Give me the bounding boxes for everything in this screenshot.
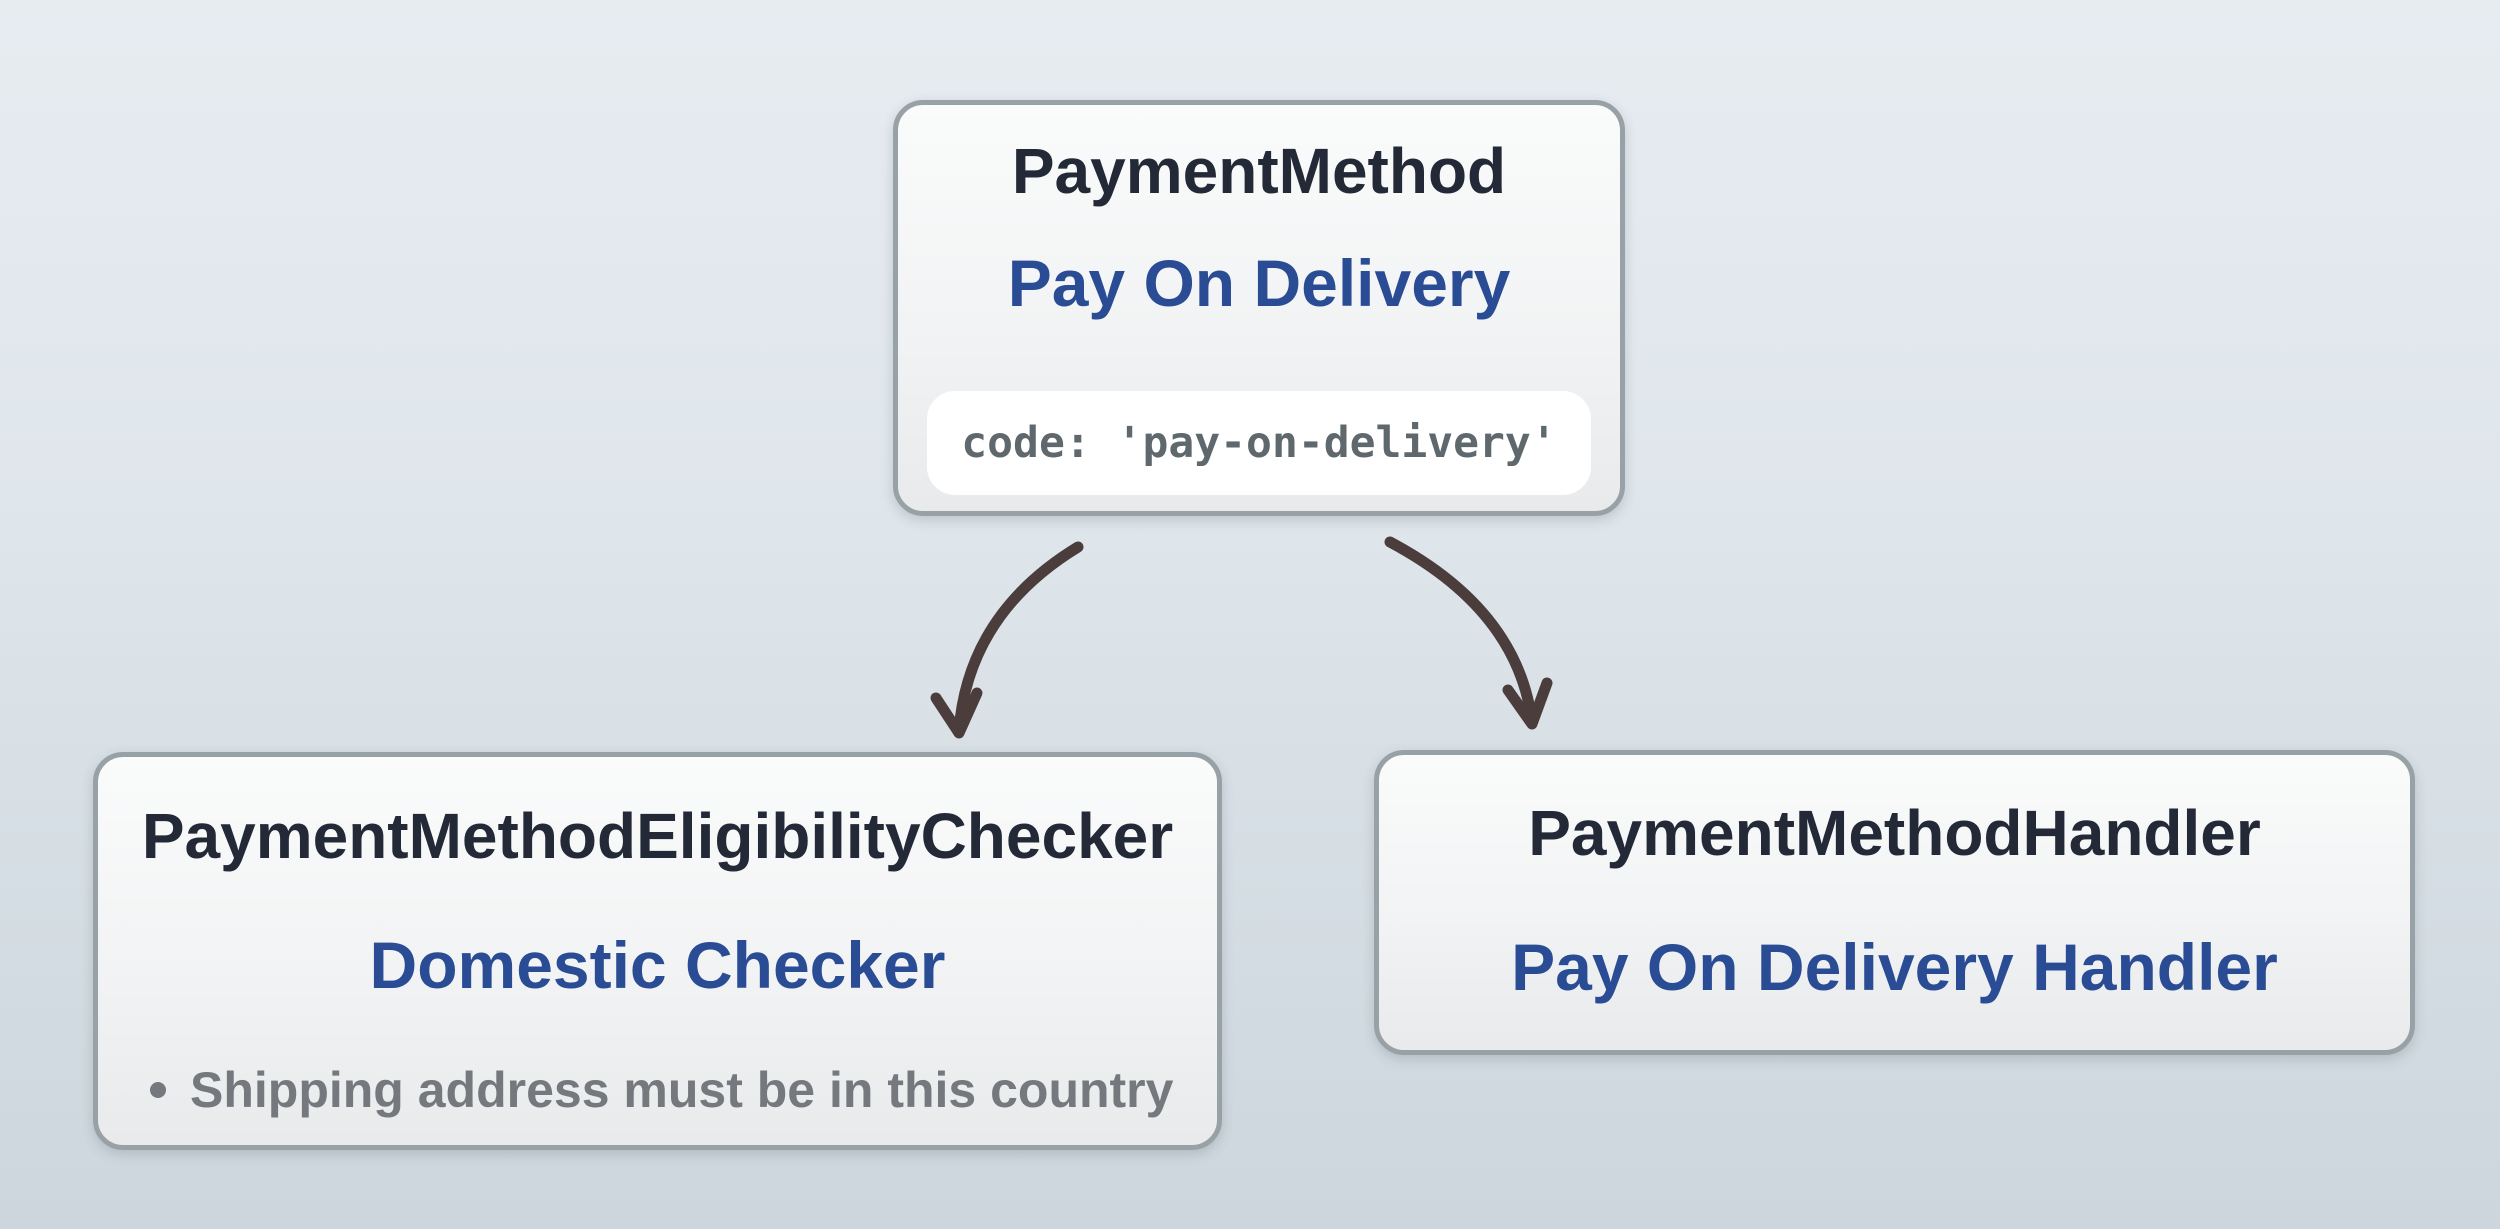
- payment-method-title: PaymentMethod: [1011, 135, 1507, 207]
- handler-subtitle: Pay On Delivery Handler: [1511, 930, 2278, 1004]
- bullet-icon: [150, 1082, 166, 1098]
- arrow-to-handler: [1384, 536, 1553, 730]
- payment-method-node: PaymentMethod Pay On Delivery code: 'pay…: [893, 100, 1625, 516]
- eligibility-checker-node: PaymentMethodEligibilityChecker Domestic…: [93, 752, 1222, 1150]
- eligibility-rule-text: Shipping address must be in this country: [190, 1062, 1174, 1118]
- payment-method-subtitle: Pay On Delivery: [1007, 246, 1511, 320]
- eligibility-rule-item: Shipping address must be in this country: [98, 1065, 1217, 1115]
- handler-node: PaymentMethodHandler Pay On Delivery Han…: [1374, 750, 2415, 1055]
- eligibility-checker-subtitle: Domestic Checker: [369, 928, 946, 1002]
- handler-title: PaymentMethodHandler: [1528, 797, 2261, 869]
- eligibility-checker-title: PaymentMethodEligibilityChecker: [141, 800, 1174, 872]
- payment-method-code-text: code: 'pay-on-delivery': [961, 418, 1557, 468]
- payment-method-code-badge: code: 'pay-on-delivery': [927, 391, 1591, 495]
- arrow-to-eligibility-checker: [930, 541, 1084, 739]
